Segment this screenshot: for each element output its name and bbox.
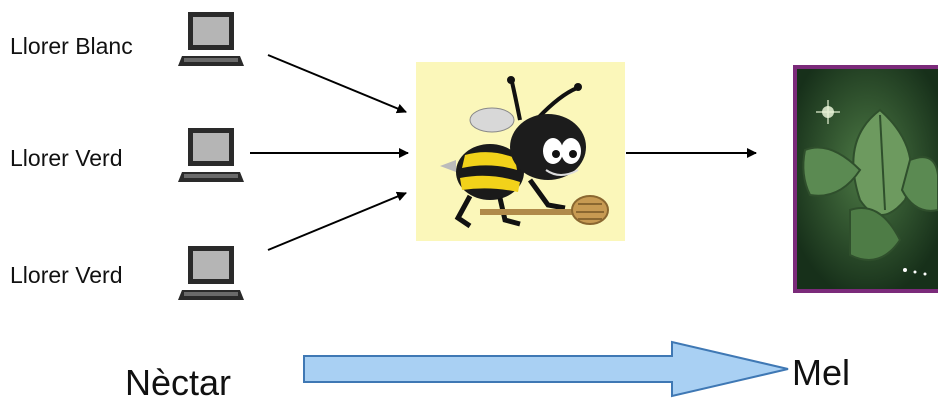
laptop-icon (178, 12, 244, 66)
honey-label: Mel (792, 352, 851, 393)
process-arrow (303, 340, 789, 398)
node-label-2: Llorer Verd (10, 145, 123, 171)
nectar-label: Nèctar (125, 362, 232, 403)
node-label-1: Llorer Blanc (10, 33, 133, 59)
arrow-node3-to-bee (267, 191, 407, 251)
bee-icon (416, 62, 625, 241)
node-label-3: Llorer Verd (10, 262, 123, 288)
leaf-image (793, 65, 938, 293)
arrow-node1-to-bee (267, 54, 407, 114)
laptop-icon (178, 128, 244, 182)
laptop-icon (178, 246, 244, 300)
